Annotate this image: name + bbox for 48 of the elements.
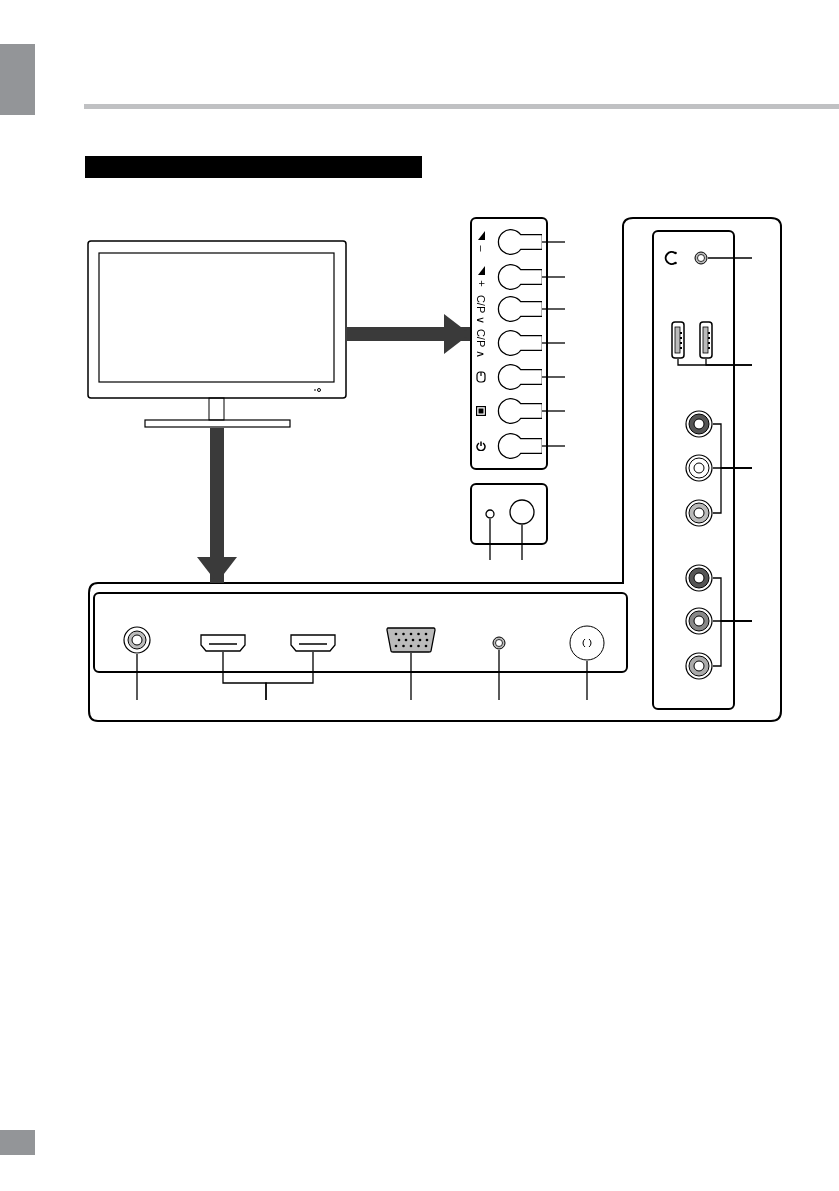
arrow	[197, 428, 237, 583]
leader-line	[541, 241, 566, 243]
remote-sensor	[509, 499, 535, 525]
hdmi-port	[200, 634, 246, 652]
leader-line	[712, 467, 753, 514]
leader-line	[521, 524, 523, 561]
leader-line	[541, 410, 566, 412]
tv-drawing	[87, 240, 347, 428]
rca-jack	[685, 564, 713, 592]
rca-jack	[685, 607, 713, 635]
rca-jack	[685, 410, 713, 438]
leader-line	[498, 649, 500, 701]
button-label: +	[475, 279, 487, 287]
connector-panel-outline	[88, 217, 782, 722]
button-label: C/P ∧	[475, 328, 487, 358]
headphone-jack	[694, 251, 708, 265]
leader-line	[541, 342, 566, 344]
usb-port	[699, 321, 713, 359]
antenna-socket	[569, 625, 605, 661]
side-connector-strip	[652, 230, 735, 710]
leader-line	[705, 358, 753, 366]
hdmi-port	[290, 634, 336, 652]
leader-line	[707, 257, 753, 259]
sensor-panel	[470, 483, 548, 545]
usb-port	[671, 321, 685, 359]
bottom-connector-strip	[93, 592, 628, 673]
audio-jack	[492, 636, 506, 650]
button-label: C/P ∨	[475, 294, 487, 324]
leader-line	[265, 651, 314, 701]
leader-line	[586, 660, 588, 701]
leader-line	[712, 620, 753, 667]
leader-line	[541, 308, 566, 310]
leader-line	[541, 445, 566, 447]
arrow	[347, 314, 470, 354]
leader-line	[136, 653, 138, 701]
section-heading-bar	[85, 156, 422, 178]
leader-line	[489, 518, 491, 561]
leader-line	[410, 652, 412, 701]
rca-jack	[685, 454, 713, 482]
leader-line	[541, 276, 566, 278]
coaxial-jack	[123, 626, 151, 654]
vga-port	[386, 627, 436, 653]
rca-jack	[685, 499, 713, 527]
leader-line	[541, 376, 566, 378]
button-panel	[470, 217, 548, 470]
rca-jack	[685, 652, 713, 680]
button-label: –	[475, 244, 487, 252]
indicator-led	[485, 509, 495, 519]
